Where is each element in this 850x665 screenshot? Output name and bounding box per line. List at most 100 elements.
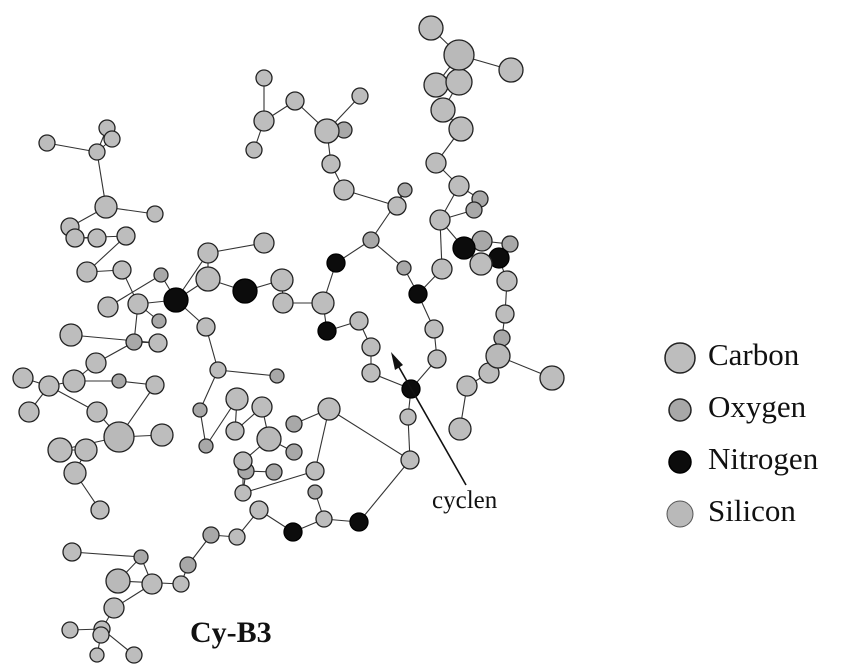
carbon-atom bbox=[351, 87, 369, 105]
oxygen-atom bbox=[465, 201, 483, 219]
nitrogen-atom bbox=[317, 321, 337, 341]
legend-label-silicon: Silicon bbox=[708, 493, 796, 528]
carbon-atom bbox=[116, 226, 136, 246]
carbon-atom bbox=[311, 291, 335, 315]
carbon-atom bbox=[448, 116, 474, 142]
carbon-atom bbox=[249, 500, 269, 520]
carbon-atom bbox=[59, 323, 83, 347]
carbon-atom bbox=[38, 375, 60, 397]
carbon-atom bbox=[88, 143, 106, 161]
carbon-atom bbox=[423, 72, 449, 98]
silicon-atom bbox=[485, 343, 511, 369]
bond bbox=[217, 369, 278, 377]
nitrogen-atom bbox=[452, 236, 476, 260]
carbon-atom bbox=[448, 175, 470, 197]
carbon-atom bbox=[431, 258, 453, 280]
carbon-atom bbox=[245, 141, 263, 159]
nitrogen-atom bbox=[163, 287, 189, 313]
carbon-atom bbox=[127, 293, 149, 315]
carbon-atom bbox=[38, 134, 56, 152]
carbon-atom bbox=[234, 484, 252, 502]
carbon-atom bbox=[85, 352, 107, 374]
oxygen-atom bbox=[202, 526, 220, 544]
oxygen-swatch-icon bbox=[668, 398, 692, 422]
carbon-atom bbox=[495, 304, 515, 324]
nitrogen-atom bbox=[349, 512, 369, 532]
carbon-atom bbox=[225, 421, 245, 441]
silicon-atom bbox=[256, 426, 282, 452]
carbon-atom bbox=[285, 91, 305, 111]
carbon-atom bbox=[62, 369, 86, 393]
carbon-atom bbox=[148, 333, 168, 353]
oxygen-atom bbox=[133, 549, 149, 565]
oxygen-atom bbox=[198, 438, 214, 454]
carbon-atom bbox=[270, 268, 294, 292]
carbon-atom bbox=[103, 130, 121, 148]
carbon-atom bbox=[197, 242, 219, 264]
carbon-atom bbox=[47, 437, 73, 463]
nitrogen-atom bbox=[408, 284, 428, 304]
oxygen-atom bbox=[125, 333, 143, 351]
oxygen-atom bbox=[307, 484, 323, 500]
carbon-atom bbox=[253, 232, 275, 254]
oxygen-atom bbox=[396, 260, 412, 276]
carbon-atom bbox=[400, 450, 420, 470]
nitrogen-swatch-icon bbox=[668, 450, 692, 474]
carbon-atom bbox=[89, 647, 105, 663]
carbon-atom bbox=[65, 228, 85, 248]
carbon-atom bbox=[146, 205, 164, 223]
carbon-atom bbox=[429, 209, 451, 231]
carbon-atom bbox=[272, 292, 294, 314]
carbon-atom bbox=[97, 296, 119, 318]
carbon-atom bbox=[361, 363, 381, 383]
carbon-atom bbox=[195, 266, 221, 292]
carbon-atom bbox=[445, 68, 473, 96]
carbon-atom bbox=[228, 528, 246, 546]
carbon-atom bbox=[456, 375, 478, 397]
carbon-atom bbox=[430, 97, 456, 123]
carbon-atom bbox=[321, 154, 341, 174]
cyclen-annotation: cyclen bbox=[432, 487, 498, 514]
carbon-atom bbox=[196, 317, 216, 337]
carbon-atom bbox=[333, 179, 355, 201]
carbon-atom bbox=[496, 270, 518, 292]
carbon-atom bbox=[125, 646, 143, 664]
bond bbox=[242, 470, 316, 494]
carbon-atom bbox=[62, 542, 82, 562]
carbon-atom bbox=[103, 597, 125, 619]
molecule-name-label: Cy-B3 bbox=[190, 616, 272, 649]
nitrogen-atom bbox=[326, 253, 346, 273]
carbon-atom bbox=[253, 110, 275, 132]
carbon-atom bbox=[12, 367, 34, 389]
silicon-atom bbox=[443, 39, 475, 71]
carbon-atom bbox=[150, 423, 174, 447]
carbon-atom bbox=[349, 311, 369, 331]
bond bbox=[70, 334, 159, 344]
carbon-atom bbox=[427, 349, 447, 369]
oxygen-atom bbox=[111, 373, 127, 389]
carbon-atom bbox=[255, 69, 273, 87]
silicon-atom bbox=[103, 421, 135, 453]
oxygen-atom bbox=[153, 267, 169, 283]
carbon-atom bbox=[18, 401, 40, 423]
carbon-atom bbox=[317, 397, 341, 421]
oxygen-atom bbox=[151, 313, 167, 329]
carbon-atom bbox=[94, 195, 118, 219]
carbon-atom bbox=[87, 228, 107, 248]
nitrogen-atom bbox=[283, 522, 303, 542]
carbon-atom bbox=[315, 510, 333, 528]
silicon-swatch-icon bbox=[666, 500, 694, 528]
carbon-atom bbox=[424, 319, 444, 339]
oxygen-atom bbox=[397, 182, 413, 198]
silicon-atom bbox=[105, 568, 131, 594]
carbon-atom bbox=[314, 118, 340, 144]
oxygen-atom bbox=[362, 231, 380, 249]
carbon-atom bbox=[448, 417, 472, 441]
oxygen-atom bbox=[179, 556, 197, 574]
carbon-atom bbox=[145, 375, 165, 395]
carbon-atom bbox=[172, 575, 190, 593]
carbon-atom bbox=[305, 461, 325, 481]
carbon-atom bbox=[399, 408, 417, 426]
carbon-atom bbox=[425, 152, 447, 174]
carbon-atom bbox=[539, 365, 565, 391]
